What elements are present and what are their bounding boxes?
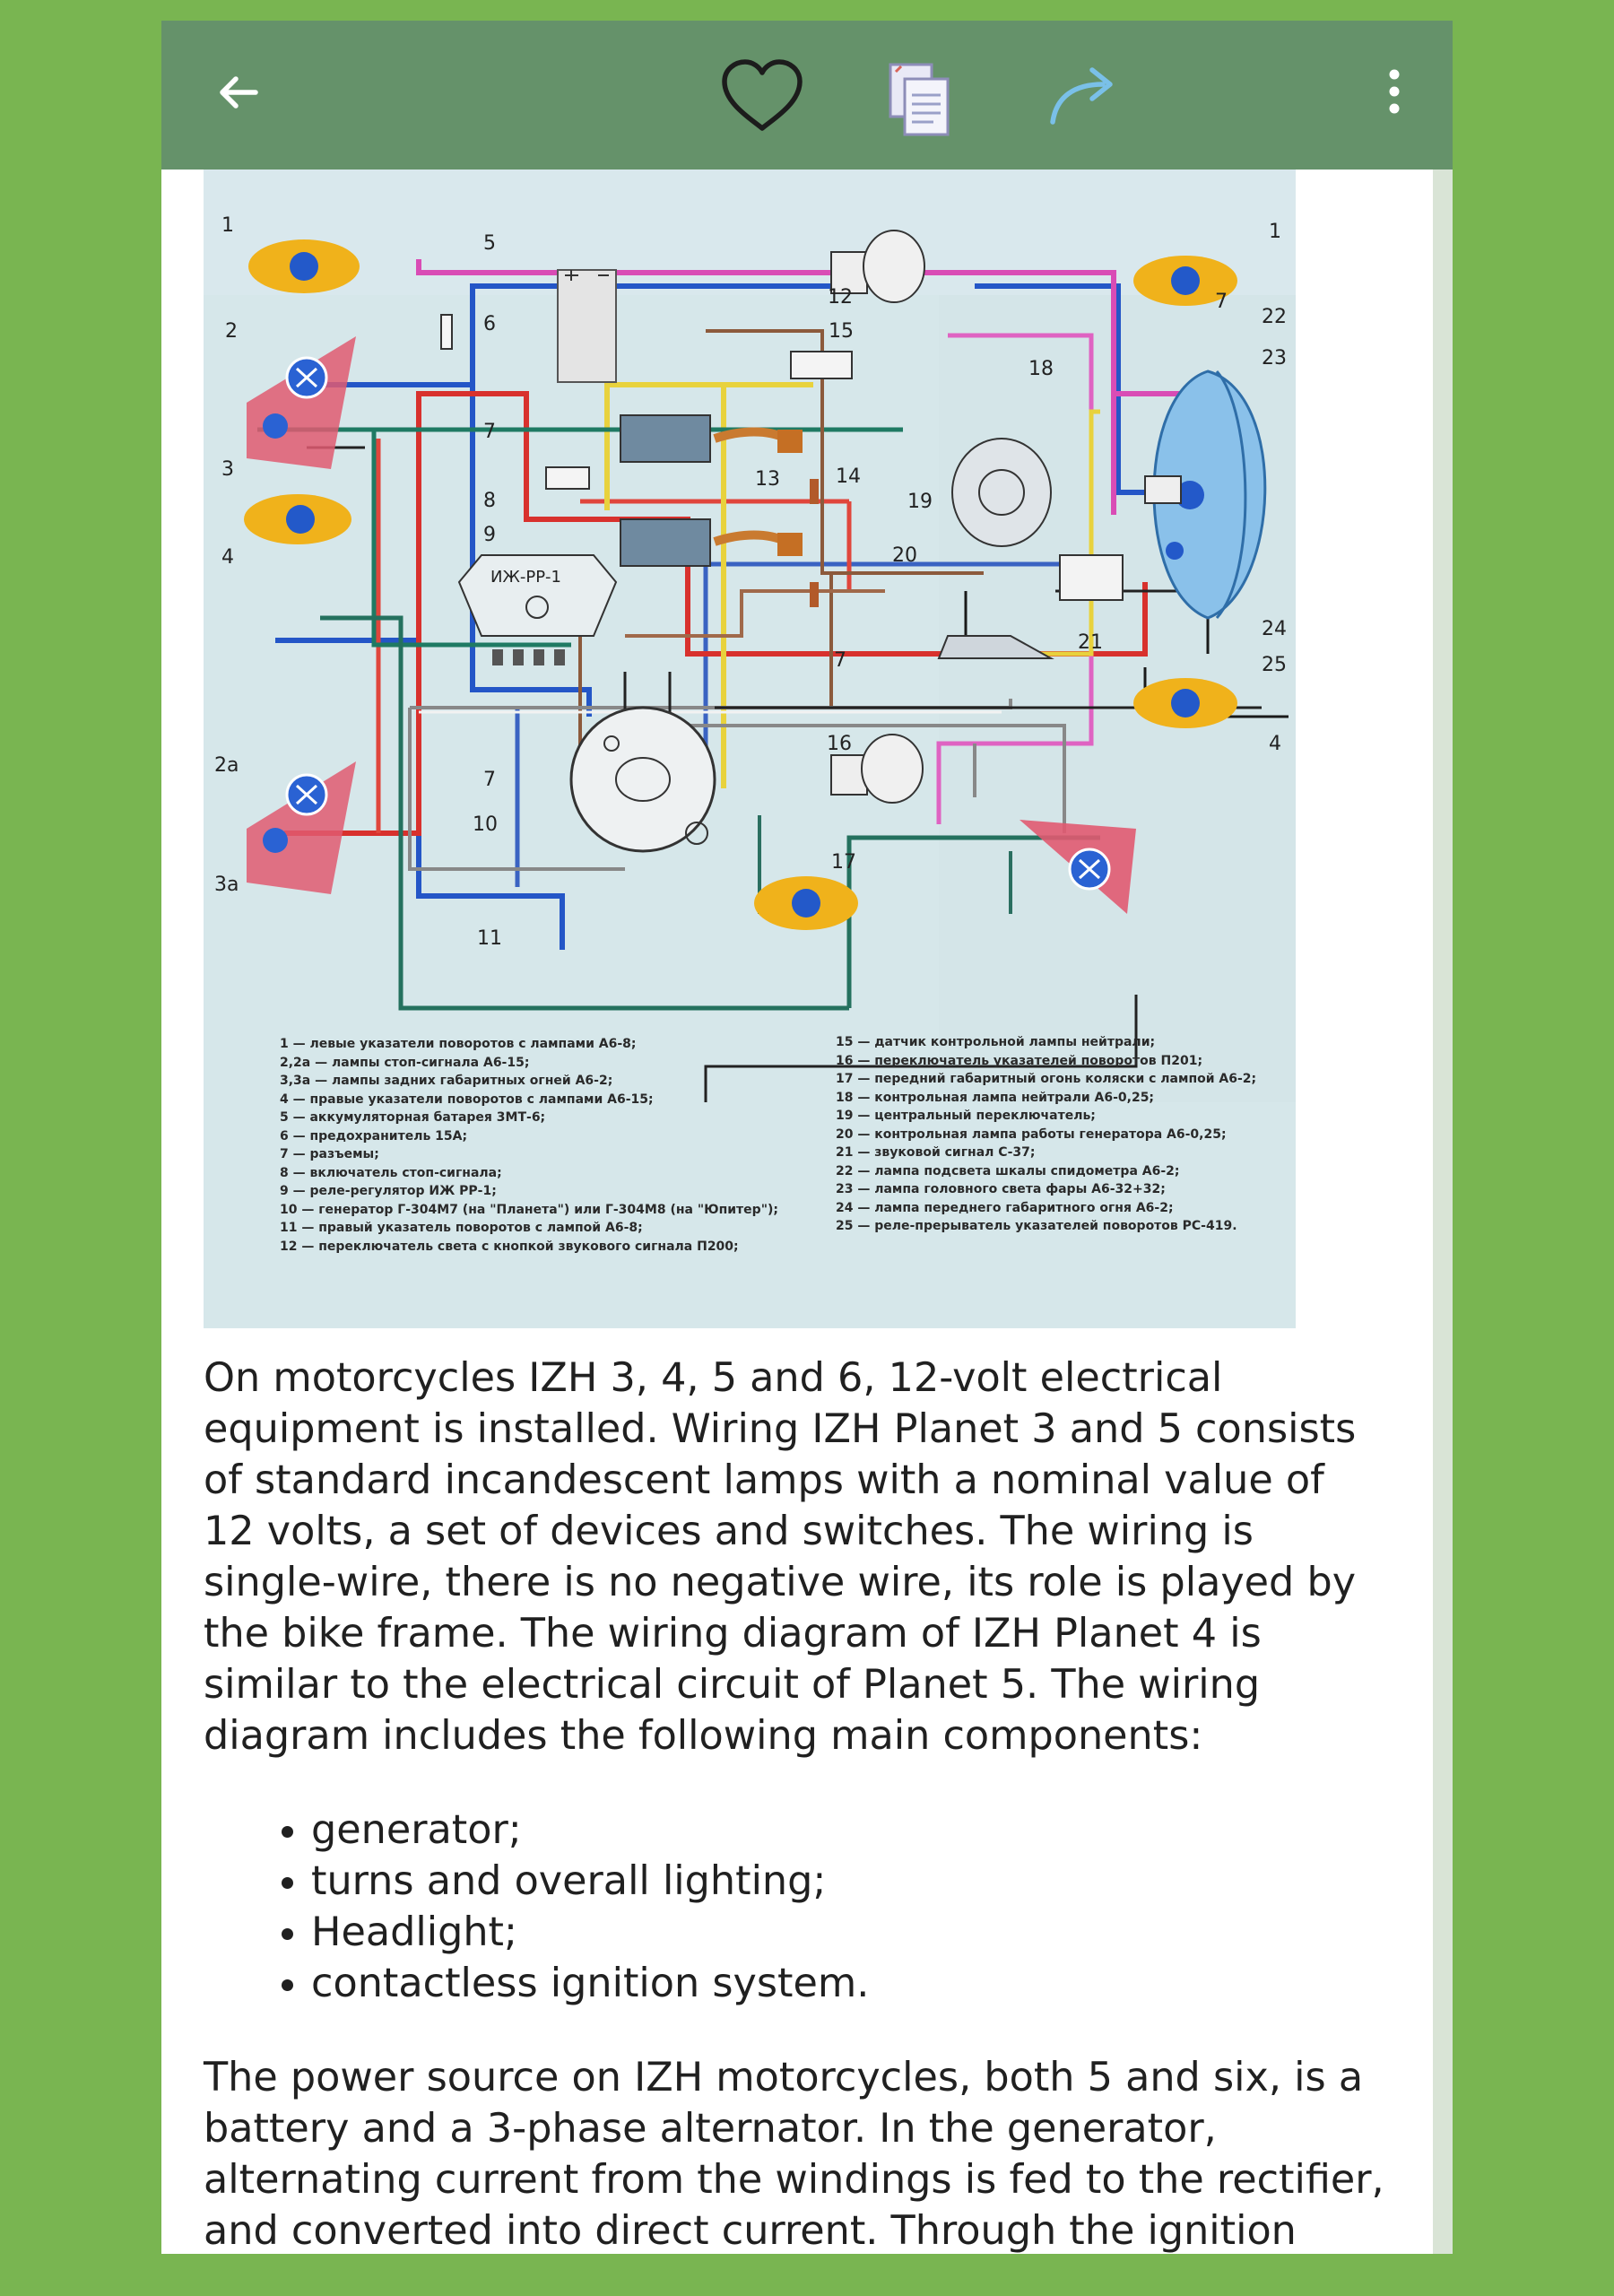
legend-line: 19 — центральный переключатель;	[836, 1109, 1096, 1123]
article-body: On motorcycles IZH 3, 4, 5 and 6, 12-vol…	[204, 1352, 1387, 2254]
label-7-a: 7	[483, 421, 496, 443]
heart-icon[interactable]	[713, 52, 811, 142]
app-window: 1 1 2 2a 3 3a 4 4 5 6 7 7 7 7 8 9 10 11 …	[161, 21, 1453, 2254]
legend-left: 1 — левые указатели поворотов с лампами …	[280, 1035, 778, 1256]
wiring-diagram-image: 1 1 2 2a 3 3a 4 4 5 6 7 7 7 7 8 9 10 11 …	[204, 170, 1296, 1328]
legend-line: 4 — правые указатели поворотов с лампами…	[280, 1091, 654, 1107]
legend-line: 6 — предохранитель 15А;	[280, 1128, 468, 1144]
more-vert-icon[interactable]	[1372, 61, 1417, 124]
label-2a: 2a	[214, 754, 239, 777]
label-8: 8	[483, 490, 496, 512]
label-12: 12	[828, 286, 853, 309]
label-7-b: 7	[483, 769, 496, 791]
legend-line: 3,3а — лампы задних габаритных огней А6-…	[280, 1074, 613, 1088]
regulator-label: ИЖ-РР-1	[490, 568, 562, 587]
legend-line: 22 — лампа подсвета шкалы спидометра А6-…	[836, 1163, 1180, 1178]
label-19: 19	[907, 491, 933, 513]
label-24: 24	[1262, 618, 1287, 640]
list-item: contactless ignition system.	[311, 1958, 1387, 2009]
power-paragraph: The power source on IZH motorcycles, bot…	[204, 2055, 1384, 2254]
list-item: generator;	[311, 1805, 1387, 1856]
legend-line: 20 — контрольная лампа работы генератора…	[836, 1126, 1227, 1142]
label-3a: 3a	[214, 874, 239, 896]
legend-line: 24 — лампа переднего габаритного огня А6…	[836, 1200, 1174, 1215]
legend-line: 23 — лампа головного света фары А6-32+32…	[836, 1182, 1166, 1196]
legend-line: 11 — правый указатель поворотов с лампой…	[280, 1221, 643, 1235]
legend-line: 15 — датчик контрольной лампы нейтрали;	[836, 1035, 1156, 1049]
scrollbar[interactable]	[1433, 170, 1453, 2254]
label-13: 13	[755, 468, 780, 491]
legend-line: 12 — переключатель света с кнопкой звуко…	[280, 1239, 739, 1254]
legend-line: 7 — разъемы;	[280, 1147, 379, 1161]
legend-line: 8 — включатель стоп-сигнала;	[280, 1165, 502, 1180]
label-16: 16	[827, 733, 852, 755]
back-arrow-icon[interactable]	[206, 61, 269, 124]
legend-line: 25 — реле-прерыватель указателей поворот…	[836, 1219, 1237, 1233]
list-item: turns and overall lighting;	[311, 1856, 1387, 1907]
label-21: 21	[1078, 631, 1103, 654]
list-item: Headlight;	[311, 1907, 1387, 1958]
legend-line: 18 — контрольная лампа нейтрали А6-0,25;	[836, 1090, 1155, 1105]
legend-line: 16 — переключатель указателей поворотов …	[836, 1053, 1203, 1068]
legend-line: 9 — реле-регулятор ИЖ РР-1;	[280, 1184, 497, 1198]
label-4-right: 4	[1269, 733, 1281, 755]
label-17: 17	[831, 851, 856, 874]
label-7-c: 7	[1215, 291, 1228, 313]
label-14: 14	[836, 465, 861, 488]
label-6: 6	[483, 313, 496, 335]
label-10: 10	[473, 813, 498, 836]
legend-line: 5 — аккумуляторная батарея 3МТ-6;	[280, 1110, 546, 1125]
label-11: 11	[477, 927, 502, 950]
label-15: 15	[829, 320, 854, 343]
legend-line: 1 — левые указатели поворотов с лампами …	[280, 1037, 637, 1051]
label-23: 23	[1262, 347, 1287, 370]
share-arrow-icon[interactable]	[1040, 57, 1130, 137]
label-1-left: 1	[221, 214, 234, 237]
legend-line: 10 — генератор Г-304М7 (на "Планета") ил…	[280, 1202, 778, 1217]
intro-paragraph: On motorcycles IZH 3, 4, 5 and 6, 12-vol…	[204, 1355, 1357, 1759]
legend-line: 21 — звуковой сигнал С-37;	[836, 1145, 1036, 1160]
copy-icon[interactable]	[879, 55, 959, 144]
label-3: 3	[221, 458, 234, 481]
label-4-left: 4	[221, 546, 234, 569]
label-7-d: 7	[834, 649, 846, 672]
components-list: generator; turns and overall lighting; H…	[204, 1805, 1387, 2009]
label-25: 25	[1262, 654, 1287, 676]
top-toolbar	[161, 21, 1453, 170]
label-1-right: 1	[1269, 221, 1281, 243]
label-20: 20	[892, 544, 917, 567]
legend-right: 15 — датчик контрольной лампы нейтрали; 1…	[836, 1033, 1256, 1236]
legend-line: 2,2а — лампы стоп-сигнала А6-15;	[280, 1055, 530, 1070]
label-5: 5	[483, 232, 496, 255]
label-2: 2	[225, 320, 238, 343]
label-18: 18	[1028, 358, 1054, 380]
legend-line: 17 — передний габаритный огонь коляски с…	[836, 1072, 1257, 1086]
label-9: 9	[483, 524, 496, 546]
label-22: 22	[1262, 306, 1287, 328]
